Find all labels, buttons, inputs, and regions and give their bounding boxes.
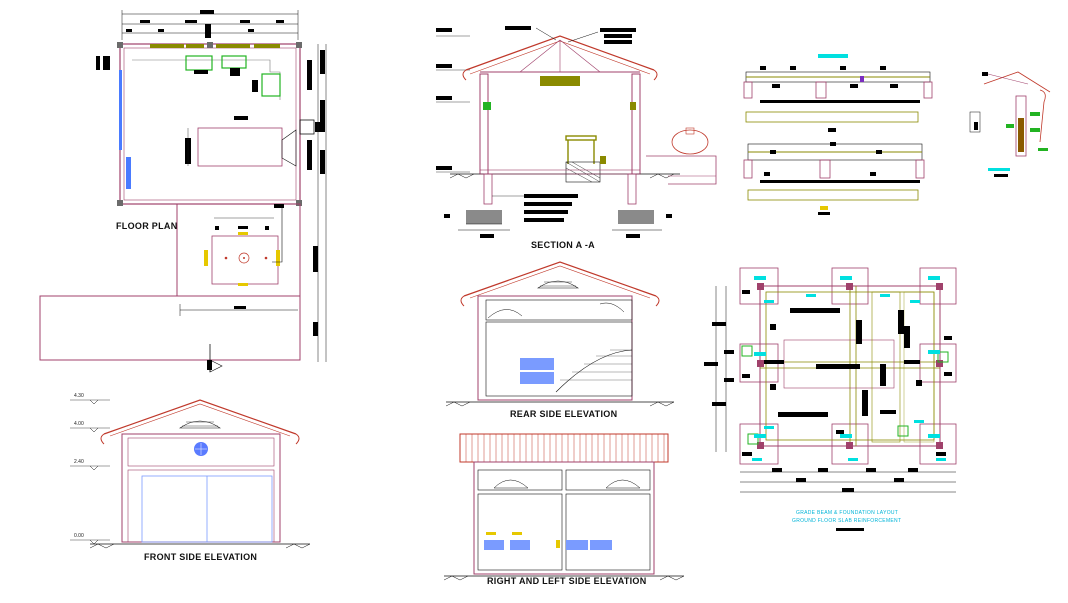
front-elevation-title: FRONT SIDE ELEVATION <box>144 552 258 562</box>
side-elevation-title: RIGHT AND LEFT SIDE ELEVATION <box>487 576 647 586</box>
rear-elevation-title: REAR SIDE ELEVATION <box>510 409 618 419</box>
floor-plan <box>39 10 327 373</box>
level-mark-0-00: 0.00 <box>74 533 84 539</box>
level-mark-4-00: 4.00 <box>74 421 84 427</box>
front-elevation <box>70 399 311 549</box>
foundation-note-2: GROUND FLOOR SLAB REINFORCEMENT <box>792 518 902 524</box>
foundation-note-1: GRADE BEAM & FOUNDATION LAYOUT <box>796 510 899 516</box>
eave-detail <box>969 71 1051 177</box>
section-title: SECTION A -A <box>531 240 595 250</box>
rear-elevation <box>445 261 675 407</box>
slab-details <box>743 54 933 215</box>
side-elevation <box>443 433 685 581</box>
foundation-layout <box>704 267 957 531</box>
level-mark-2-40: 2.40 <box>74 459 84 465</box>
floor-plan-title: FLOOR PLAN <box>116 221 178 231</box>
level-mark-4-30: 4.30 <box>74 393 84 399</box>
section-a-a <box>436 26 717 238</box>
